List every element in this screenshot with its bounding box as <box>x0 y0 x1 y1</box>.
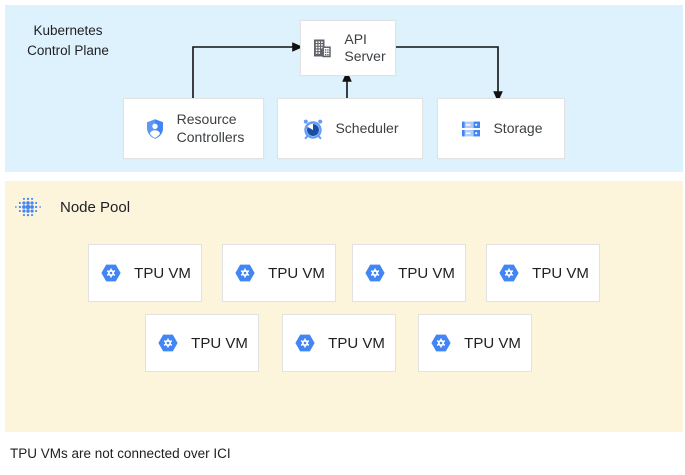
tpu-hexagon-icon <box>158 334 178 352</box>
storage-disks-icon <box>462 121 481 136</box>
node-pool-label: Node Pool <box>60 198 131 216</box>
tpu-vm-label: TPU VM <box>191 334 248 352</box>
dotted-cluster-icon <box>15 197 41 217</box>
control-plane-title: Kubernetes Control Plane <box>27 23 109 58</box>
arrow-connectors <box>192 42 503 103</box>
arrow-resource-controllers-to-api-server <box>192 42 304 98</box>
arrow-api-server-to-storage <box>394 46 503 103</box>
api-server-label: API Server <box>344 30 386 65</box>
building-icon <box>313 38 332 58</box>
tpu-vm-label: TPU VM <box>398 264 455 282</box>
scheduler-box: Scheduler <box>277 98 423 159</box>
tpu-vm-box-3: TPU VM <box>352 244 466 302</box>
alarm-clock-icon <box>303 117 324 139</box>
tpu-vm-box-2: TPU VM <box>222 244 336 302</box>
footnote-text: TPU VMs are not connected over ICI <box>10 446 231 461</box>
tpu-vm-box-1: TPU VM <box>88 244 202 302</box>
storage-box: Storage <box>437 98 565 159</box>
node-pool-header: Node Pool <box>12 191 130 223</box>
node-pool-panel: Node Pool TPU VM TPU VM TPU VM TPU VM TP… <box>5 181 683 432</box>
tpu-vm-box-7: TPU VM <box>418 314 532 372</box>
storage-label: Storage <box>493 119 543 136</box>
scheduler-label: Scheduler <box>335 119 399 136</box>
tpu-hexagon-icon <box>101 264 121 282</box>
tpu-vm-label: TPU VM <box>134 264 191 282</box>
tpu-vm-label: TPU VM <box>328 334 385 352</box>
tpu-vm-label: TPU VM <box>532 264 589 282</box>
shield-user-icon <box>146 118 163 139</box>
resource-controllers-label: Resource Controllers <box>176 111 245 145</box>
control-plane-panel: Kubernetes Control Plane API Server Reso… <box>5 5 683 172</box>
tpu-vm-box-4: TPU VM <box>486 244 600 302</box>
tpu-vm-box-6: TPU VM <box>282 314 396 372</box>
tpu-hexagon-icon <box>365 264 385 282</box>
tpu-vm-box-5: TPU VM <box>145 314 259 372</box>
tpu-hexagon-icon <box>295 334 315 352</box>
tpu-hexagon-icon <box>499 264 519 282</box>
tpu-vm-label: TPU VM <box>268 264 325 282</box>
tpu-hexagon-icon <box>235 264 255 282</box>
resource-controllers-box: Resource Controllers <box>123 98 264 159</box>
api-server-box: API Server <box>300 20 396 76</box>
tpu-hexagon-icon <box>431 334 451 352</box>
tpu-vm-label: TPU VM <box>464 334 521 352</box>
